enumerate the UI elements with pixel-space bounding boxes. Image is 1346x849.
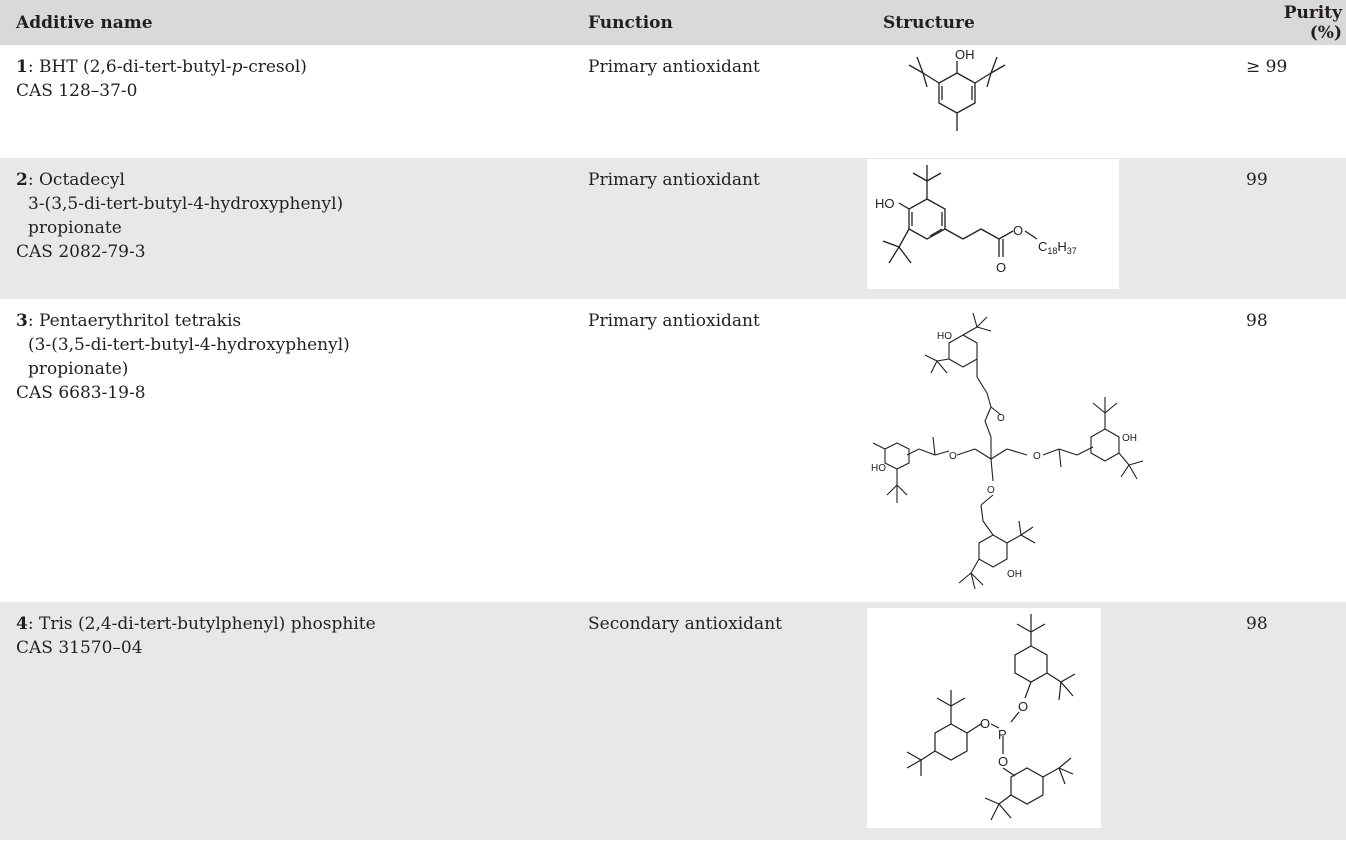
purity-cell: ≥ 99 — [1246, 57, 1288, 77]
o-label: O — [1018, 699, 1028, 714]
structure-cell: HO O O C18H37 — [867, 158, 1246, 299]
p-label: P — [998, 727, 1007, 742]
cas-number: CAS 31570–04 — [16, 638, 143, 658]
purity-cell: 98 — [1246, 602, 1346, 840]
ester-o-label: O — [1013, 223, 1023, 238]
additive-name-cell: 4: Tris (2,4-di-tert-butylphenyl) phosph… — [0, 602, 572, 840]
compound-number: 3 — [16, 311, 28, 331]
additive-name-cell: 2: Octadecyl 3-(3,5-di-tert-butyl-4-hydr… — [0, 158, 572, 299]
compound-name-cont: (3-(3,5-di-tert-butyl-4-hydroxyphenyl) — [28, 335, 350, 355]
table-row: 1: BHT (2,6-di-tert-butyl-p-cresol) CAS … — [0, 45, 1346, 158]
compound-name: Tris (2,4-di-tert-butylphenyl) phosphite — [38, 614, 376, 634]
carbonyl-o-label: O — [996, 260, 1006, 275]
oh-right-label: OH — [1122, 433, 1137, 444]
compound-name-cont: propionate — [28, 218, 122, 238]
ester-o-label: O — [997, 413, 1005, 424]
structure-octadecyl: HO O O C18H37 — [875, 165, 1077, 275]
header-row: Additive name Function Structure Purity … — [0, 0, 1346, 45]
ester-o-label: O — [1033, 451, 1041, 462]
table-row: 3: Pentaerythritol tetrakis (3-(3,5-di-t… — [0, 299, 1346, 602]
compound-name: Pentaerythritol tetrakis — [38, 311, 242, 331]
function-cell: Primary antioxidant — [588, 311, 760, 331]
additive-name-cell: 1: BHT (2,6-di-tert-butyl-p-cresol) CAS … — [0, 45, 572, 158]
oh-label: OH — [955, 47, 975, 62]
structure-bht: OH — [908, 47, 1006, 131]
purity-cell: 98 — [1246, 311, 1268, 331]
compound-number: 4 — [16, 614, 28, 634]
compound-number: 2 — [16, 170, 28, 190]
header-additive-name: Additive name — [0, 0, 572, 45]
cas-number: CAS 128–37-0 — [16, 81, 138, 101]
function-cell: Primary antioxidant — [572, 158, 867, 299]
chain-label: C18H37 — [1038, 239, 1077, 256]
compound-name-italic: p — [231, 57, 243, 77]
structure-phosphite: O O P O — [906, 614, 1076, 821]
ho-left-label: HO — [871, 463, 886, 474]
ho-top-label: HO — [937, 331, 952, 342]
header-structure: Structure — [867, 0, 1246, 45]
compound-name-end: -cresol) — [242, 57, 307, 77]
header-purity: Purity (%) — [1246, 0, 1346, 45]
cas-number: CAS 2082-79-3 — [16, 242, 146, 262]
compound-name-cont: 3-(3,5-di-tert-butyl-4-hydroxyphenyl) — [28, 194, 344, 214]
oh-bottom-label: OH — [1007, 569, 1022, 580]
header-function: Function — [572, 0, 867, 45]
cas-number: CAS 6683-19-8 — [16, 383, 146, 403]
table-row: 4: Tris (2,4-di-tert-butylphenyl) phosph… — [0, 602, 1346, 840]
table-row: 2: Octadecyl 3-(3,5-di-tert-butyl-4-hydr… — [0, 158, 1346, 299]
function-cell: Secondary antioxidant — [572, 602, 867, 840]
structure-cell: O O P O — [867, 602, 1246, 840]
structure-cell: OH — [867, 45, 1246, 158]
compound-name: Octadecyl — [38, 170, 125, 190]
compound-name-cont: propionate) — [28, 359, 129, 379]
ester-o-label: O — [949, 451, 957, 462]
additive-name-cell: 3: Pentaerythritol tetrakis (3-(3,5-di-t… — [0, 299, 572, 602]
o-label: O — [980, 716, 990, 731]
o-label: O — [998, 754, 1008, 769]
ester-o-label: O — [987, 485, 995, 496]
compound-name: BHT (2,6-di-tert-butyl- — [38, 57, 232, 77]
ho-label: HO — [875, 196, 895, 211]
compound-number: 1 — [16, 57, 28, 77]
purity-cell: 99 — [1246, 158, 1346, 299]
structure-pentaerythritol: HO OH HO OH O O O O — [871, 312, 1144, 590]
structure-cell: HO OH HO OH O O O O — [867, 299, 1246, 602]
function-cell: Primary antioxidant — [588, 57, 760, 77]
